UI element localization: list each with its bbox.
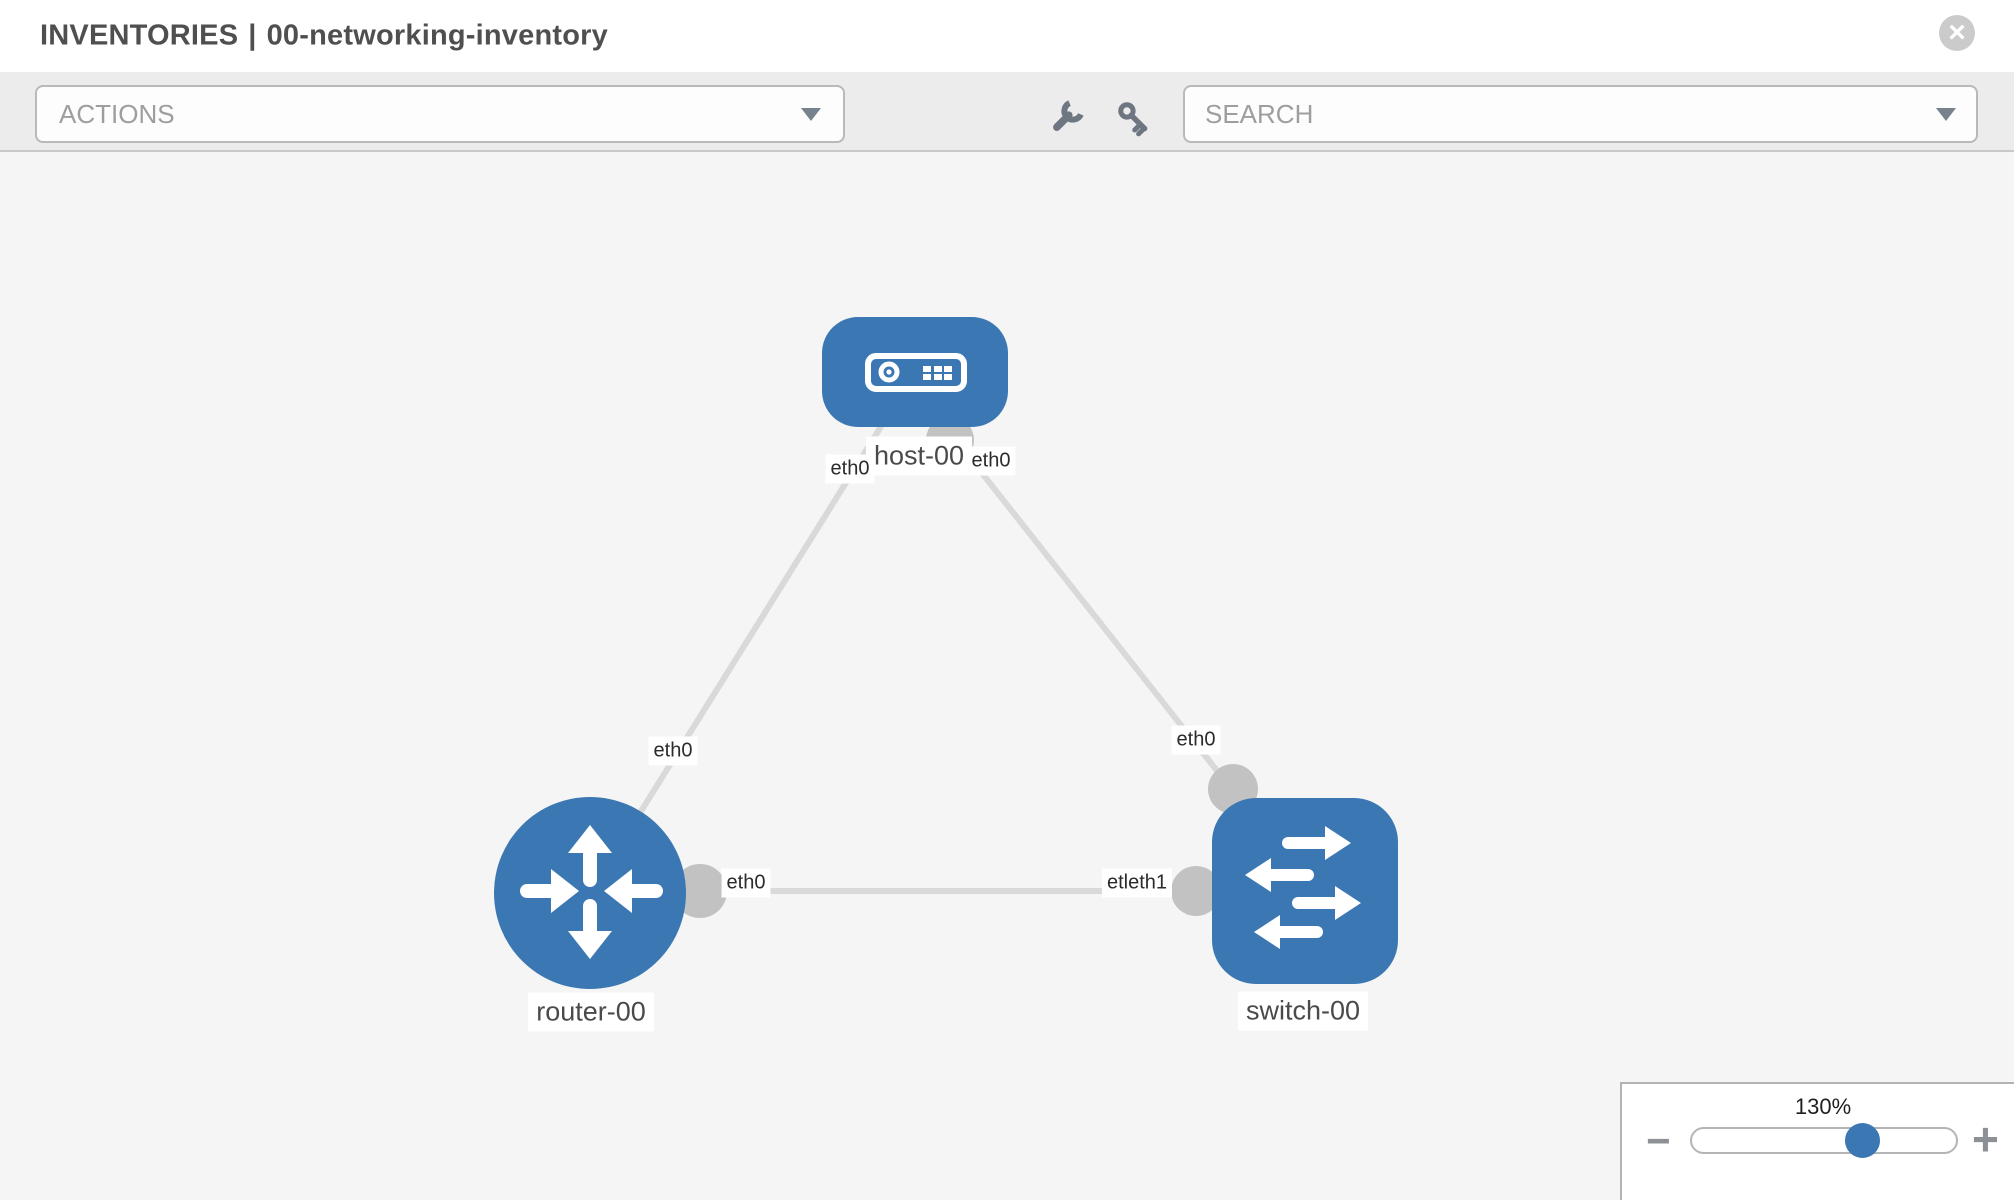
configure-button[interactable] [1042, 94, 1090, 142]
interface-label-switch-eth1: etleth1 [1101, 868, 1173, 898]
node-label-switch-00: switch-00 [1237, 991, 1369, 1031]
actions-dropdown[interactable]: ACTIONS [35, 85, 845, 143]
search-placeholder: SEARCH [1205, 98, 1314, 129]
node-host-00[interactable] [822, 317, 1008, 427]
port-router-eth0 [673, 864, 727, 918]
actions-dropdown-label: ACTIONS [59, 98, 175, 129]
node-label-host-00: host-00 [865, 436, 973, 476]
wrench-icon [1053, 100, 1084, 131]
search-dropdown[interactable]: SEARCH [1183, 85, 1978, 143]
server-icon [865, 353, 967, 392]
host-node-shape[interactable] [822, 317, 1008, 427]
interface-label-router-eth0-uplink: eth0 [648, 736, 698, 766]
port-switch-eth1 [1171, 866, 1221, 916]
router-node-shape[interactable] [494, 797, 686, 989]
breadcrumb-separator: | [248, 19, 257, 52]
plus-icon: + [1972, 1113, 1999, 1165]
header-bar: INVENTORIES | 00-networking-inventory × [0, 0, 2014, 72]
zoom-slider-knob[interactable] [1845, 1123, 1880, 1158]
interface-label-host-eth0-right: eth0 [966, 446, 1016, 476]
zoom-out-button[interactable]: − [1646, 1120, 1671, 1162]
zoom-control-panel: 130% − + [1620, 1082, 2014, 1200]
interface-label-host-eth0-left: eth0 [825, 454, 875, 484]
node-switch-00[interactable] [1212, 798, 1398, 984]
router-crossed-arrows-icon [520, 825, 663, 959]
breadcrumb-section: INVENTORIES [40, 19, 239, 52]
chevron-down-icon [1936, 107, 1956, 121]
key-icon [1118, 102, 1148, 137]
zoom-slider-track[interactable] [1690, 1123, 1958, 1158]
page-title: INVENTORIES | 00-networking-inventory [40, 20, 608, 53]
toolbar: ACTIONS SEARCH [0, 72, 2014, 152]
close-icon: × [1948, 16, 1966, 49]
chevron-down-icon [801, 107, 821, 121]
zoom-level-value: 130% [1794, 1094, 1852, 1119]
credentials-button[interactable] [1110, 94, 1158, 142]
interface-label-switch-eth0: eth0 [1171, 725, 1221, 755]
switch-arrows-icon [1245, 826, 1361, 949]
node-label-router-00: router-00 [528, 992, 654, 1032]
close-button[interactable]: × [1939, 15, 1975, 51]
inventory-name: 00-networking-inventory [266, 19, 608, 52]
zoom-in-button[interactable]: + [1972, 1116, 1999, 1162]
node-router-00[interactable] [494, 797, 686, 989]
minus-icon: − [1646, 1117, 1671, 1164]
interface-ports [673, 416, 1258, 918]
interface-label-router-eth0: eth0 [721, 868, 771, 898]
switch-node-shape[interactable] [1212, 798, 1398, 984]
